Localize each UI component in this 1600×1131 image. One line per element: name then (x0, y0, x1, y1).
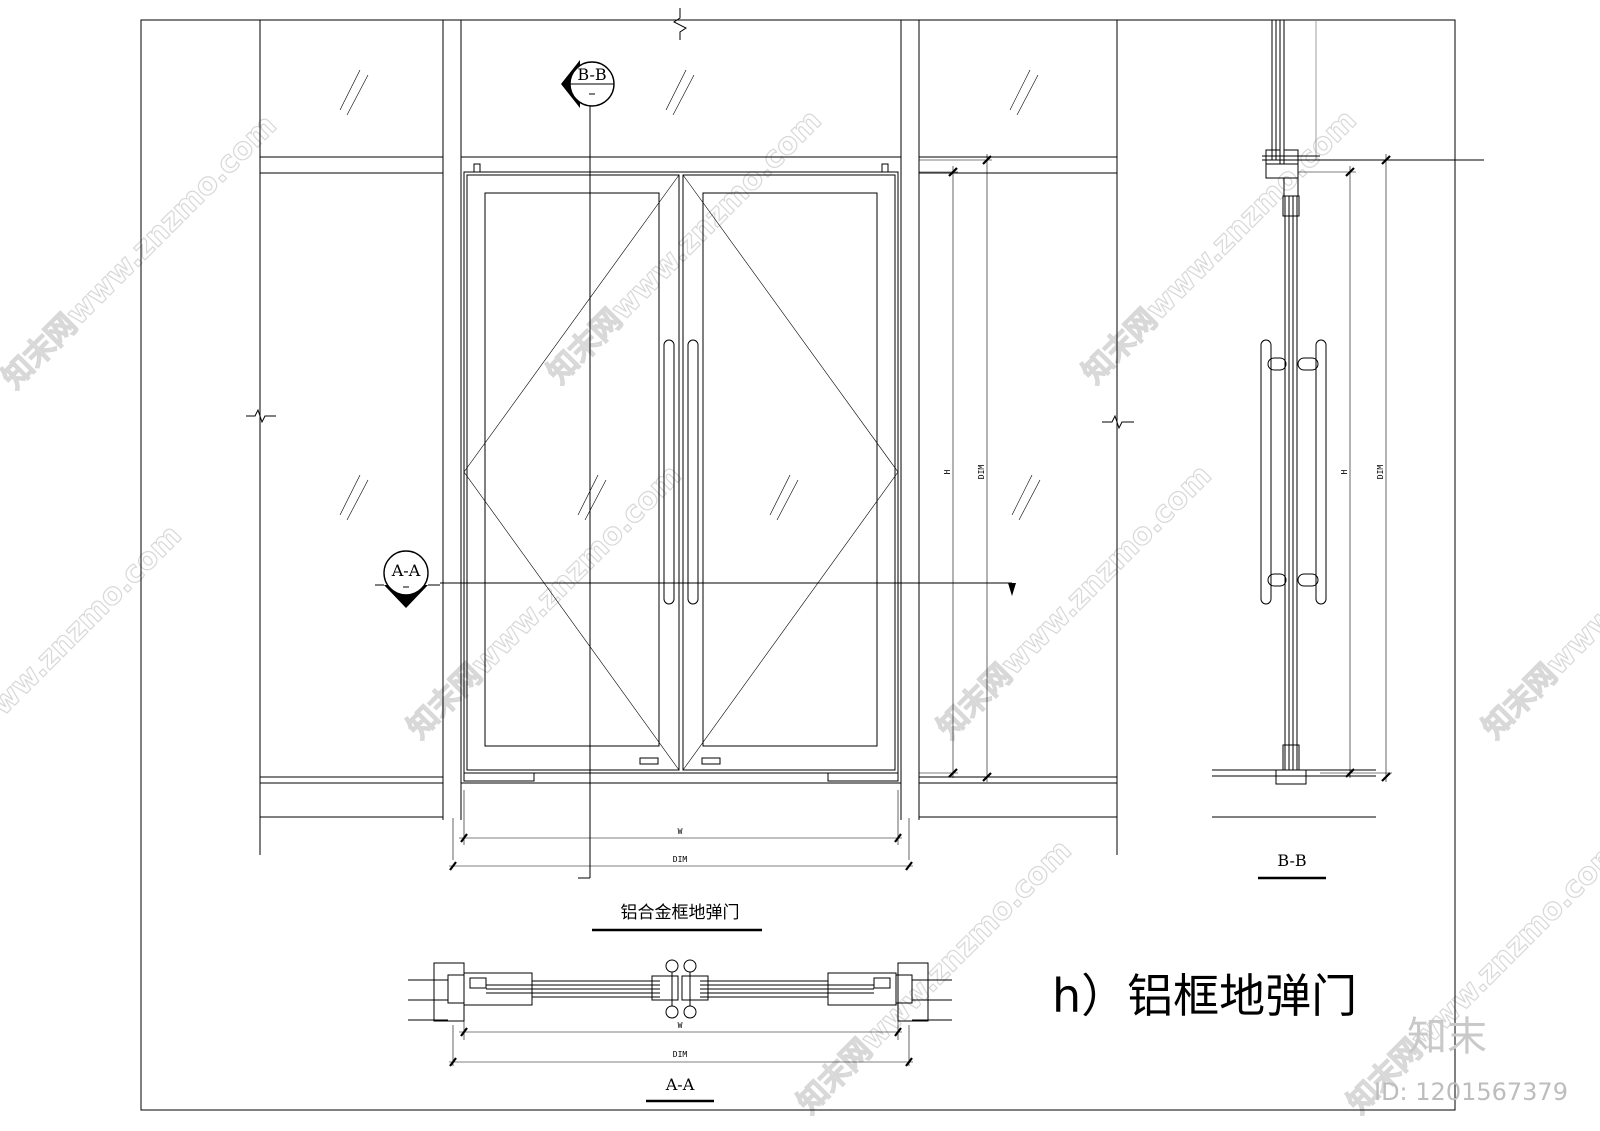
elevation-title: 铝合金框地弹门 (621, 903, 740, 923)
elevation-title-group: 铝合金框地弹门 (592, 903, 762, 932)
watermark-text: 知末网www.znzmo.com (791, 833, 1079, 1121)
elevation-height-dimensions: H DIM (919, 154, 992, 782)
id-watermark: ID: 1201567379 (1374, 1078, 1568, 1106)
watermark-text: 知末网www.znzmo.com (931, 458, 1219, 746)
section-bb-title: B-B (1277, 851, 1306, 870)
watermark-text: 知末网www.znzmo.com (401, 458, 689, 746)
section-aa-plan: W DIM (408, 959, 952, 1067)
section-aa-title-group: A-A (646, 1075, 714, 1103)
section-marker-aa-label: A-A (391, 561, 421, 580)
watermark-text: 知末网www.znzmo.com (1076, 103, 1364, 391)
bb-dim-dim-label: DIM (1376, 465, 1385, 480)
main-title: h）铝框地弹门 (1052, 969, 1357, 1023)
watermark-text: 知末网www.znzmo.com (1476, 458, 1600, 746)
section-bb-title-group: B-B (1258, 851, 1326, 880)
brand-watermark: 知末 (1407, 1014, 1487, 1060)
bb-dim-h-label: H (1340, 469, 1349, 474)
section-aa-title: A-A (665, 1075, 695, 1094)
watermark-text: 知末网www.znzmo.com (0, 518, 189, 806)
section-marker-bb-label: B-B (577, 65, 606, 84)
watermark-layer: 知末网www.znzmo.com 知末网www.znzmo.com 知末网www… (0, 102, 1600, 1121)
aa-dim-dim-label: DIM (673, 1050, 688, 1059)
drawing-border (140, 19, 1456, 1111)
door-elevation (246, 8, 1134, 879)
section-marker-aa: A-A (375, 550, 440, 608)
aa-dim-w-label: W (678, 1021, 683, 1030)
watermark-text: 知末网www.znzmo.com (541, 103, 829, 391)
section-marker-bb: B-B (561, 60, 615, 108)
watermark-text: 知末网www.znzmo.com (0, 108, 284, 396)
dim-h-label: H (943, 469, 952, 474)
dim-dim-v-label: DIM (977, 465, 986, 480)
dim-dim-label: DIM (673, 855, 688, 864)
elevation-dimensions: W DIM (449, 790, 913, 871)
dim-w-label: W (678, 827, 683, 836)
section-bb-vertical: H DIM (1212, 20, 1484, 818)
